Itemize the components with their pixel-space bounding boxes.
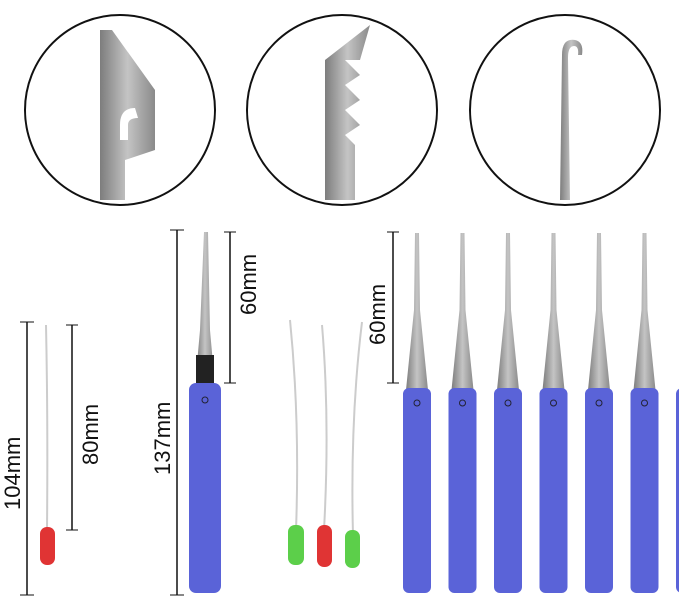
blade bbox=[451, 233, 474, 390]
label-137mm: 137mm bbox=[150, 402, 175, 475]
blue-handle bbox=[403, 388, 431, 593]
hanging-hole bbox=[550, 399, 557, 407]
extractor-tool bbox=[585, 233, 613, 593]
red-wire-tool bbox=[40, 324, 55, 565]
dimension-60mm-single: 60mm bbox=[224, 231, 261, 384]
detail-circle-hook bbox=[469, 14, 661, 206]
label-80mm: 80mm bbox=[78, 404, 103, 465]
extractor-tool bbox=[630, 233, 659, 593]
red-tip-handle bbox=[317, 525, 332, 567]
extractor-tool bbox=[403, 233, 431, 593]
hanging-hole bbox=[413, 399, 421, 407]
blue-handle bbox=[189, 383, 221, 593]
extractor-tool bbox=[494, 233, 522, 593]
dimension-137mm: 137mm bbox=[150, 229, 184, 596]
extractor-tool bbox=[448, 233, 477, 593]
blue-handle bbox=[676, 388, 679, 593]
detail-circle-serrated bbox=[246, 14, 438, 206]
red-tip-handle bbox=[40, 527, 55, 565]
label-60mm-set: 60mm bbox=[365, 284, 390, 345]
green-tip-handle bbox=[345, 530, 360, 568]
blue-handle bbox=[539, 388, 568, 593]
extractor-set bbox=[403, 233, 679, 593]
blade bbox=[497, 233, 519, 390]
hanging-hole bbox=[459, 399, 466, 407]
extractor-tool bbox=[539, 233, 568, 593]
blade bbox=[406, 233, 428, 390]
blue-handle bbox=[630, 388, 659, 593]
detail-circle-hook-notch bbox=[24, 14, 216, 206]
label-104mm: 104mm bbox=[0, 437, 25, 510]
blade bbox=[633, 233, 656, 390]
dimension-60mm-set: 60mm bbox=[365, 231, 399, 384]
dimension-104mm: 104mm bbox=[0, 321, 34, 596]
hanging-hole bbox=[641, 399, 648, 407]
blue-handle bbox=[585, 388, 613, 593]
hanging-hole bbox=[595, 399, 603, 407]
blade bbox=[588, 233, 610, 390]
dimension-80mm: 80mm bbox=[66, 324, 103, 531]
green-tip-handle bbox=[288, 525, 304, 565]
extractor-tool bbox=[676, 388, 679, 593]
single-extractor-tool bbox=[189, 232, 221, 593]
wire-tools-trio bbox=[288, 319, 363, 568]
blade bbox=[542, 233, 565, 390]
hanging-hole bbox=[504, 399, 512, 407]
blue-handle bbox=[494, 388, 522, 593]
blue-handle bbox=[448, 388, 477, 593]
label-60mm-single: 60mm bbox=[236, 254, 261, 315]
